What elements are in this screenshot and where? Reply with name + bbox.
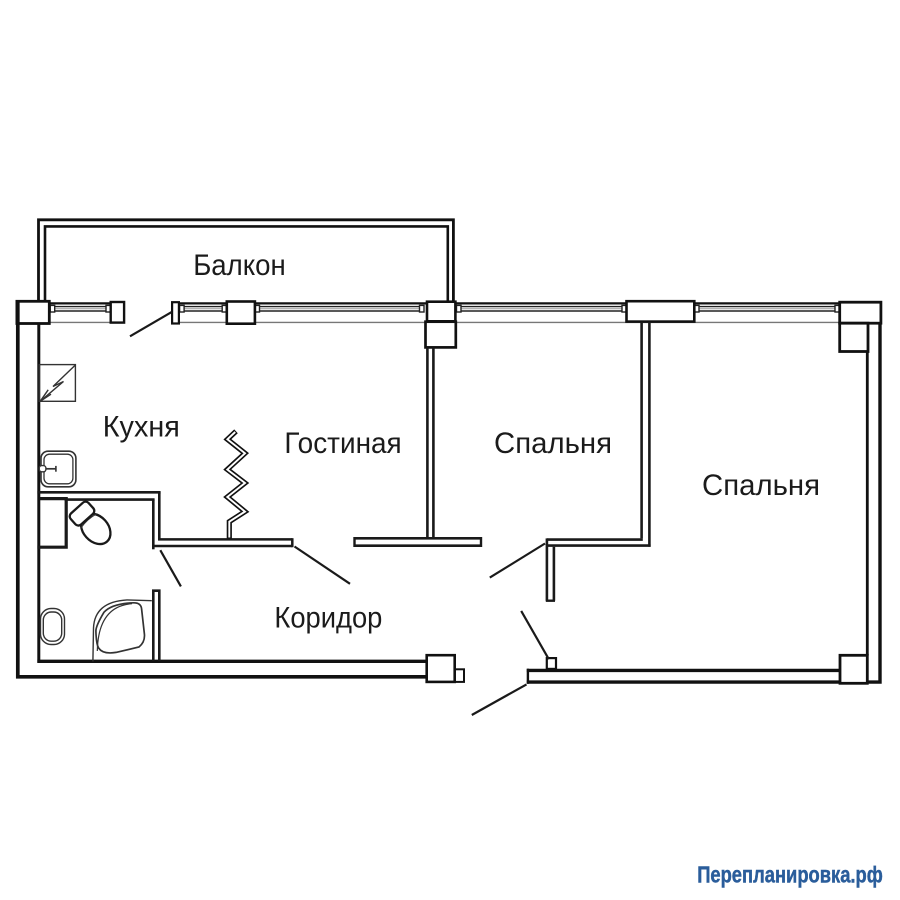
svg-text:Гостиная: Гостиная bbox=[284, 427, 401, 460]
svg-text:Спальня: Спальня bbox=[702, 469, 820, 502]
svg-text:Кухня: Кухня bbox=[103, 411, 180, 444]
svg-text:Спальня: Спальня bbox=[494, 427, 612, 460]
svg-text:Коридор: Коридор bbox=[274, 602, 382, 635]
svg-text:Балкон: Балкон bbox=[193, 249, 286, 282]
svg-text:Перепланировка.рф: Перепланировка.рф bbox=[697, 862, 883, 888]
